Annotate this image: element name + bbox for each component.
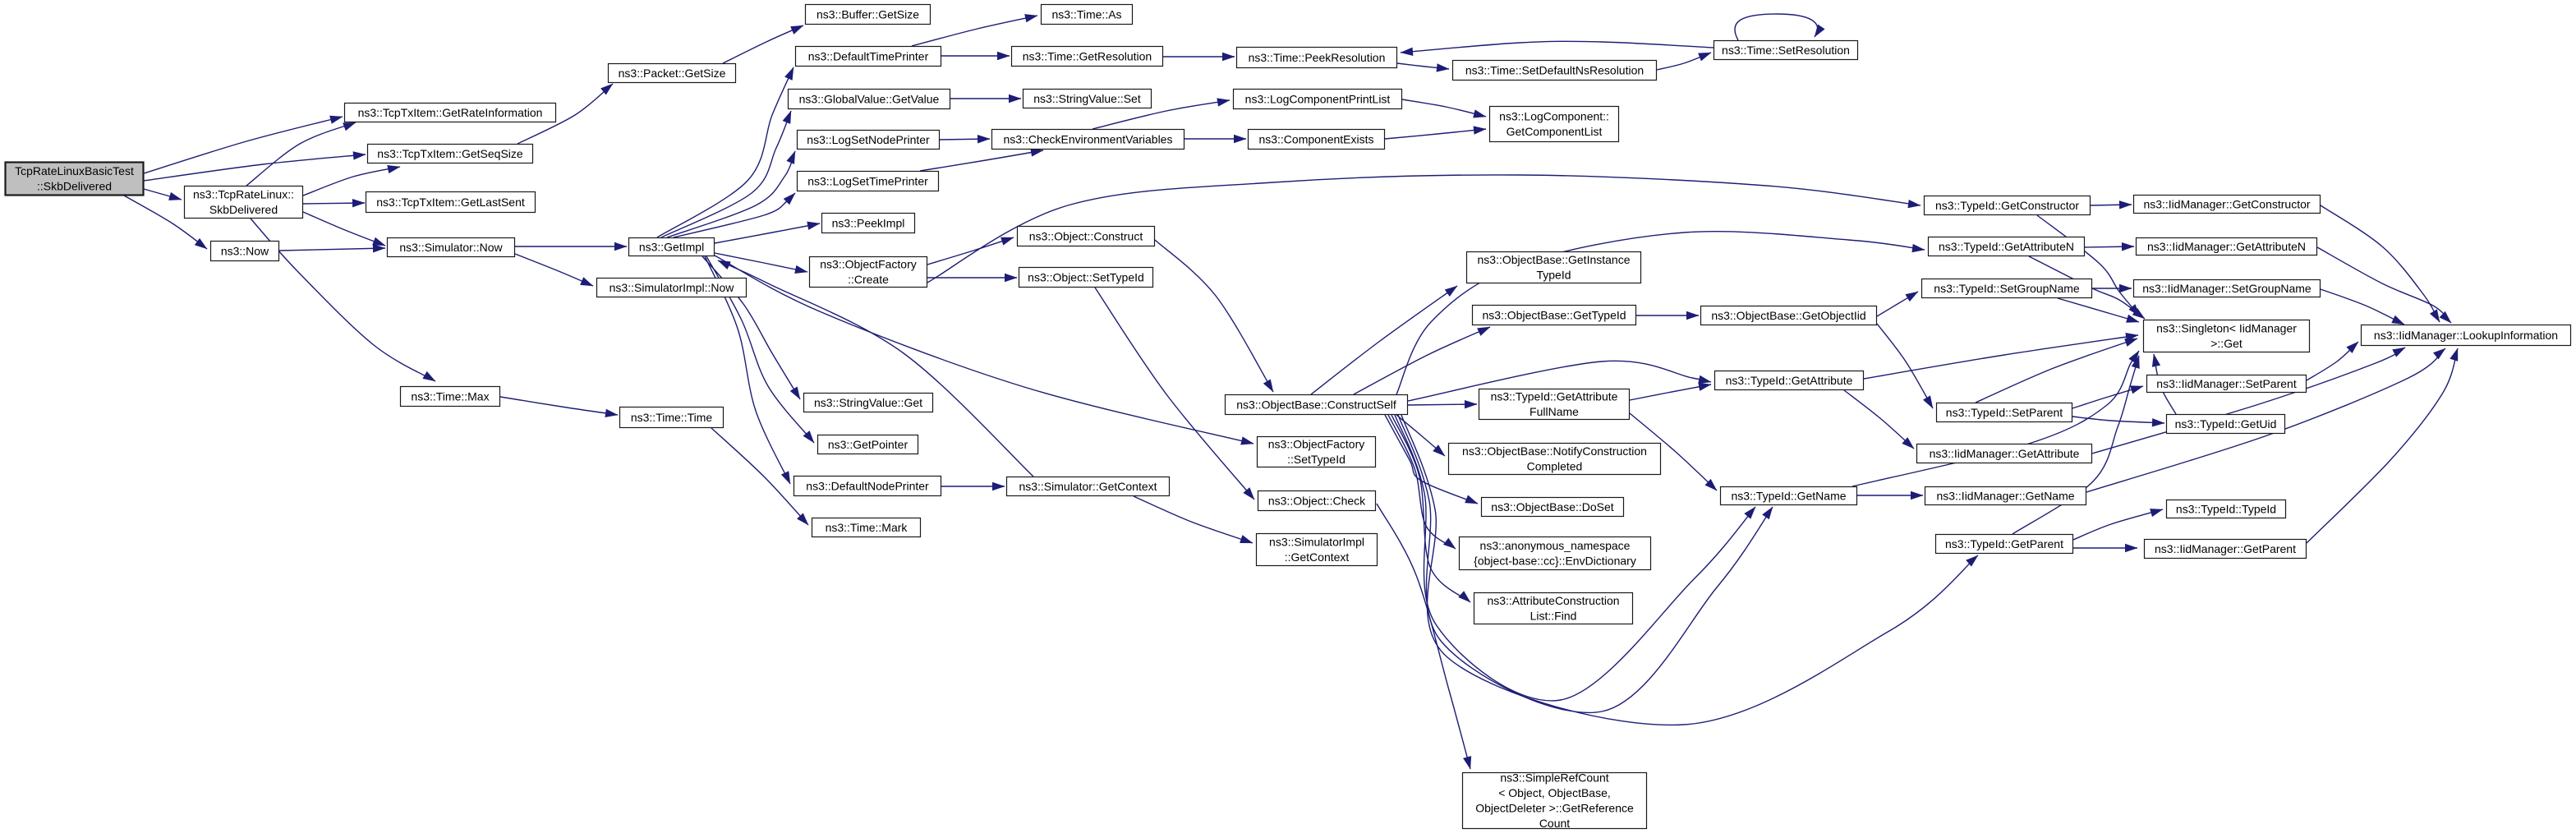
svg-text:ns3::DefaultTimePrinter: ns3::DefaultTimePrinter [808, 49, 929, 62]
svg-text:ns3::TypeId::GetUid: ns3::TypeId::GetUid [2175, 417, 2277, 431]
svg-text:ns3::Object::Construct: ns3::Object::Construct [1029, 229, 1143, 242]
svg-text:ns3::IidManager::GetName: ns3::IidManager::GetName [1936, 489, 2074, 502]
svg-text:Count: Count [1539, 817, 1570, 830]
svg-text:ns3::TypeId::GetAttribute: ns3::TypeId::GetAttribute [1491, 390, 1618, 403]
svg-text:ns3::ObjectBase::DoSet: ns3::ObjectBase::DoSet [1491, 500, 1614, 513]
svg-text:ns3::Time::GetResolution: ns3::Time::GetResolution [1023, 49, 1152, 62]
svg-text:TcpRateLinuxBasicTest: TcpRateLinuxBasicTest [15, 164, 134, 177]
svg-text:ns3::TcpRateLinux::: ns3::TcpRateLinux:: [193, 188, 294, 201]
svg-text:ns3::TypeId::GetConstructor: ns3::TypeId::GetConstructor [1935, 199, 2079, 212]
svg-text:ns3::LogComponent::: ns3::LogComponent:: [1499, 110, 1609, 123]
svg-text:ns3::TcpTxItem::GetLastSent: ns3::TcpTxItem::GetLastSent [376, 196, 525, 209]
svg-text:ns3::TypeId::SetParent: ns3::TypeId::SetParent [1946, 406, 2063, 419]
svg-text:ns3::GetPointer: ns3::GetPointer [828, 438, 908, 451]
svg-text:ns3::ObjectBase::NotifyConstru: ns3::ObjectBase::NotifyConstruction [1462, 444, 1647, 458]
svg-text:ns3::TypeId::SetGroupName: ns3::TypeId::SetGroupName [1934, 282, 2080, 295]
svg-text:>::Get: >::Get [2210, 337, 2242, 350]
svg-text:ns3::Buffer::GetSize: ns3::Buffer::GetSize [816, 7, 919, 21]
svg-text:ns3::Object::Check: ns3::Object::Check [1268, 494, 1366, 507]
svg-text:ns3::Simulator::Now: ns3::Simulator::Now [399, 241, 503, 254]
svg-text:ns3::DefaultNodePrinter: ns3::DefaultNodePrinter [806, 479, 929, 492]
svg-text:ns3::TcpTxItem::GetRateInforma: ns3::TcpTxItem::GetRateInformation [358, 106, 543, 119]
svg-text:ns3::SimpleRefCount: ns3::SimpleRefCount [1500, 771, 1608, 785]
svg-text:ns3::IidManager::GetParent: ns3::IidManager::GetParent [2155, 542, 2296, 555]
svg-text:ns3::AttributeConstruction: ns3::AttributeConstruction [1487, 594, 1619, 607]
svg-text:ns3::TypeId::TypeId: ns3::TypeId::TypeId [2176, 502, 2276, 515]
svg-text:ns3::ObjectFactory: ns3::ObjectFactory [820, 258, 917, 271]
svg-text:ns3::LogSetNodePrinter: ns3::LogSetNodePrinter [807, 133, 930, 146]
svg-text:ns3::ObjectBase::GetObjectIid: ns3::ObjectBase::GetObjectIid [1711, 309, 1865, 322]
svg-text:ns3::TcpTxItem::GetSeqSize: ns3::TcpTxItem::GetSeqSize [377, 147, 523, 160]
svg-text:ns3::ObjectBase::GetInstance: ns3::ObjectBase::GetInstance [1478, 253, 1631, 266]
svg-text:ns3::Simulator::GetContext: ns3::Simulator::GetContext [1019, 480, 1157, 493]
svg-text:ns3::TypeId::GetAttribute: ns3::TypeId::GetAttribute [1726, 374, 1853, 387]
svg-text:ns3::ObjectFactory: ns3::ObjectFactory [1268, 438, 1365, 451]
svg-text:::Create: ::Create [848, 273, 889, 286]
svg-text:ns3::Singleton< IidManager: ns3::Singleton< IidManager [2156, 322, 2297, 335]
svg-text:ns3::Time::Time: ns3::Time::Time [631, 411, 713, 424]
svg-text:::SetTypeId: ::SetTypeId [1287, 453, 1346, 466]
svg-text:ns3::LogComponentPrintList: ns3::LogComponentPrintList [1245, 92, 1391, 105]
svg-text:ns3::anonymous_namespace: ns3::anonymous_namespace [1480, 539, 1631, 552]
svg-text:::GetContext: ::GetContext [1285, 550, 1350, 564]
svg-text:FullName: FullName [1530, 405, 1579, 418]
svg-text:ns3::StringValue::Set: ns3::StringValue::Set [1033, 92, 1141, 105]
svg-text:ns3::Time::SetDefaultNsResolut: ns3::Time::SetDefaultNsResolution [1465, 63, 1644, 76]
svg-text:ns3::SimulatorImpl: ns3::SimulatorImpl [1269, 536, 1364, 549]
svg-text:ns3::Time::PeekResolution: ns3::Time::PeekResolution [1249, 51, 1386, 64]
svg-text:ns3::StringValue::Get: ns3::StringValue::Get [814, 396, 922, 409]
svg-text:ns3::Time::Max: ns3::Time::Max [411, 389, 489, 403]
svg-text:Completed: Completed [1527, 460, 1583, 473]
svg-text:ns3::IidManager::GetAttribute: ns3::IidManager::GetAttribute [1930, 447, 2080, 460]
svg-text:ns3::IidManager::GetAttributeN: ns3::IidManager::GetAttributeN [2147, 240, 2306, 253]
svg-text:ns3::PeekImpl: ns3::PeekImpl [832, 216, 905, 229]
svg-text:ns3::IidManager::GetConstructo: ns3::IidManager::GetConstructor [2143, 197, 2310, 210]
svg-text:ns3::TypeId::GetAttributeN: ns3::TypeId::GetAttributeN [1939, 240, 2074, 253]
svg-text:ns3::Time::SetResolution: ns3::Time::SetResolution [1722, 44, 1850, 57]
svg-text:ns3::GetImpl: ns3::GetImpl [639, 240, 704, 253]
svg-text:< Object, ObjectBase,: < Object, ObjectBase, [1498, 786, 1611, 799]
svg-text:ns3::TypeId::GetName: ns3::TypeId::GetName [1731, 489, 1846, 502]
svg-text:SkbDelivered: SkbDelivered [209, 203, 278, 216]
svg-text:ns3::IidManager::LookupInforma: ns3::IidManager::LookupInformation [2374, 329, 2558, 342]
svg-text:ns3::Now: ns3::Now [221, 244, 269, 257]
svg-text:ns3::IidManager::SetGroupName: ns3::IidManager::SetGroupName [2142, 282, 2312, 295]
svg-text:ns3::ComponentExists: ns3::ComponentExists [1258, 132, 1373, 145]
svg-text:ns3::GlobalValue::GetValue: ns3::GlobalValue::GetValue [799, 92, 940, 105]
svg-text:ns3::Object::SetTypeId: ns3::Object::SetTypeId [1028, 270, 1144, 283]
svg-text:::SkbDelivered: ::SkbDelivered [37, 180, 112, 193]
svg-text:ns3::ObjectBase::GetTypeId: ns3::ObjectBase::GetTypeId [1482, 308, 1626, 321]
svg-text:ns3::ObjectBase::ConstructSelf: ns3::ObjectBase::ConstructSelf [1236, 398, 1396, 411]
svg-text:ns3::Packet::GetSize: ns3::Packet::GetSize [619, 67, 726, 80]
svg-text:TypeId: TypeId [1536, 269, 1571, 282]
svg-text:ns3::CheckEnvironmentVariables: ns3::CheckEnvironmentVariables [1004, 132, 1173, 145]
svg-text:ns3::TypeId::GetParent: ns3::TypeId::GetParent [1945, 537, 2063, 550]
svg-text:ns3::Time::As: ns3::Time::As [1051, 7, 1121, 21]
svg-text:ns3::IidManager::SetParent: ns3::IidManager::SetParent [2156, 377, 2297, 390]
svg-text:ns3::SimulatorImpl::Now: ns3::SimulatorImpl::Now [610, 281, 735, 294]
svg-text:GetComponentList: GetComponentList [1506, 125, 1603, 138]
svg-text:{object-base::cc}::EnvDictiona: {object-base::cc}::EnvDictionary [1474, 555, 1636, 568]
svg-text:ObjectDeleter >::GetReference: ObjectDeleter >::GetReference [1475, 802, 1634, 815]
svg-text:ns3::Time::Mark: ns3::Time::Mark [826, 521, 908, 534]
svg-text:ns3::LogSetTimePrinter: ns3::LogSetTimePrinter [807, 174, 928, 187]
svg-text:List::Find: List::Find [1530, 610, 1577, 623]
